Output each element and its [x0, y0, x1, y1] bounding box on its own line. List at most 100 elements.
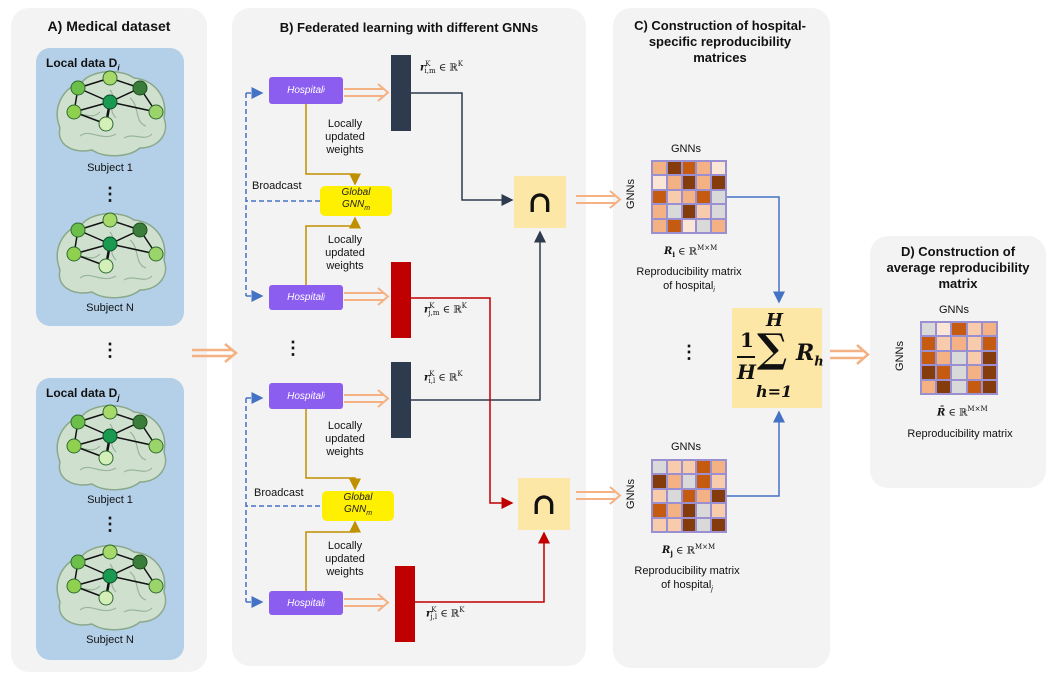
matrix-cell [951, 336, 967, 351]
average-formula: 1 H H ∑ h=1 Rh [732, 308, 824, 408]
matrix-cell [666, 189, 682, 205]
arrow-a-to-b [192, 343, 238, 363]
matrix-cell [666, 460, 682, 475]
matrix-cell [696, 503, 712, 518]
matrix-cell [711, 161, 726, 176]
matrix-cell [981, 322, 997, 337]
matrix-cell [951, 350, 967, 366]
matrix-cell [652, 517, 667, 532]
intersection-lower: ∩ [518, 478, 570, 530]
matrix-cell [666, 161, 682, 176]
brain-subject-n-j [56, 543, 167, 631]
matrix-cell [652, 474, 667, 489]
brain-subject-1-j [56, 403, 167, 491]
matrix-cell [681, 503, 697, 518]
embedding-j-m [391, 262, 411, 338]
matrix-cell [936, 350, 952, 366]
matrix-cell [921, 336, 937, 351]
embedding-i-m [391, 55, 411, 131]
matrix-cell [981, 350, 997, 366]
matrix-cell [681, 517, 697, 532]
link-i-m [411, 92, 514, 206]
matrix-cell [966, 322, 982, 337]
matrix-cell [936, 365, 952, 380]
matrix-cell [666, 503, 682, 518]
matrix-cell [711, 175, 726, 190]
matrix-cell [981, 365, 997, 380]
matrix-cell [696, 218, 712, 233]
vdots-b: ⋮ [284, 338, 302, 358]
matrix-cell [696, 161, 712, 176]
brain-subject-n-i [56, 211, 167, 299]
broadcast-label-upper: Broadcast [252, 180, 302, 192]
matrix-cell [711, 204, 726, 219]
matrix-cell [966, 336, 982, 351]
matrix-cell [652, 488, 667, 504]
rj-space-label: Rj ∈ ℝM×M [662, 543, 716, 559]
local-data-i-title: Local data Di [46, 56, 120, 73]
matrix-cell [711, 218, 726, 233]
matrix-cell [696, 204, 712, 219]
reproducibility-matrix-j [651, 459, 727, 533]
matrix-cell [696, 460, 712, 475]
link-j-m [411, 297, 514, 509]
matrix-cell [921, 379, 937, 394]
embedding-label-j-m: rKj,m ∈ ℝK [424, 302, 467, 318]
matrix-cell [681, 204, 697, 219]
ri-space-label: Ri ∈ ℝM×M [664, 244, 718, 260]
matrix-cell [921, 350, 937, 366]
matrix-cell [981, 379, 997, 394]
matrix-cell [681, 488, 697, 504]
matrix-cell [652, 218, 667, 233]
local-data-j-title: Local data Dj [46, 386, 120, 403]
gnns-label-rbar-side: GNNs [893, 341, 906, 371]
broadcast-lines-upper [245, 87, 320, 302]
subject-1-label-j: Subject 1 [87, 494, 133, 506]
matrix-cell [981, 336, 997, 351]
link-ri-formula [726, 196, 785, 304]
matrix-cell [681, 218, 697, 233]
embedding-j-l [395, 566, 415, 642]
matrix-cell [936, 336, 952, 351]
matrix-cell [652, 503, 667, 518]
weight-arrows [305, 104, 361, 591]
matrix-cell [666, 218, 682, 233]
matrix-cell [666, 488, 682, 504]
vdots-a3: ⋮ [101, 514, 119, 534]
matrix-cell [966, 350, 982, 366]
locally-updated-weights-3: Locally updated weights [325, 420, 365, 458]
locally-updated-weights-1: Locally updated weights [325, 118, 365, 156]
gnns-label-ri-side: GNNs [624, 179, 637, 209]
matrix-cell [951, 365, 967, 380]
matrix-cell [696, 474, 712, 489]
matrix-cell [666, 204, 682, 219]
matrix-cell [696, 175, 712, 190]
matrix-cell [652, 175, 667, 190]
matrix-cell [652, 460, 667, 475]
matrix-cell [711, 474, 726, 489]
brain-subject-1-i [56, 69, 167, 157]
matrix-cell [936, 379, 952, 394]
matrix-cell [666, 474, 682, 489]
broadcast-label-lower: Broadcast [254, 487, 304, 499]
broadcast-lines-lower [245, 392, 320, 608]
matrix-cell [681, 460, 697, 475]
matrix-cell [966, 379, 982, 394]
matrix-cell [681, 175, 697, 190]
matrix-cell [652, 189, 667, 205]
gnns-label-ri-top: GNNs [671, 143, 701, 155]
gnns-label-rj-top: GNNs [671, 441, 701, 453]
matrix-cell [681, 161, 697, 176]
embedding-i-l [391, 362, 411, 438]
panel-b-title: B) Federated learning with different GNN… [279, 20, 539, 35]
matrix-cell [652, 161, 667, 176]
matrix-cell [921, 322, 937, 337]
matrix-cell [696, 517, 712, 532]
matrix-cell [681, 189, 697, 205]
rbar-space-label: R̄ ∈ ℝM×M [937, 405, 988, 419]
